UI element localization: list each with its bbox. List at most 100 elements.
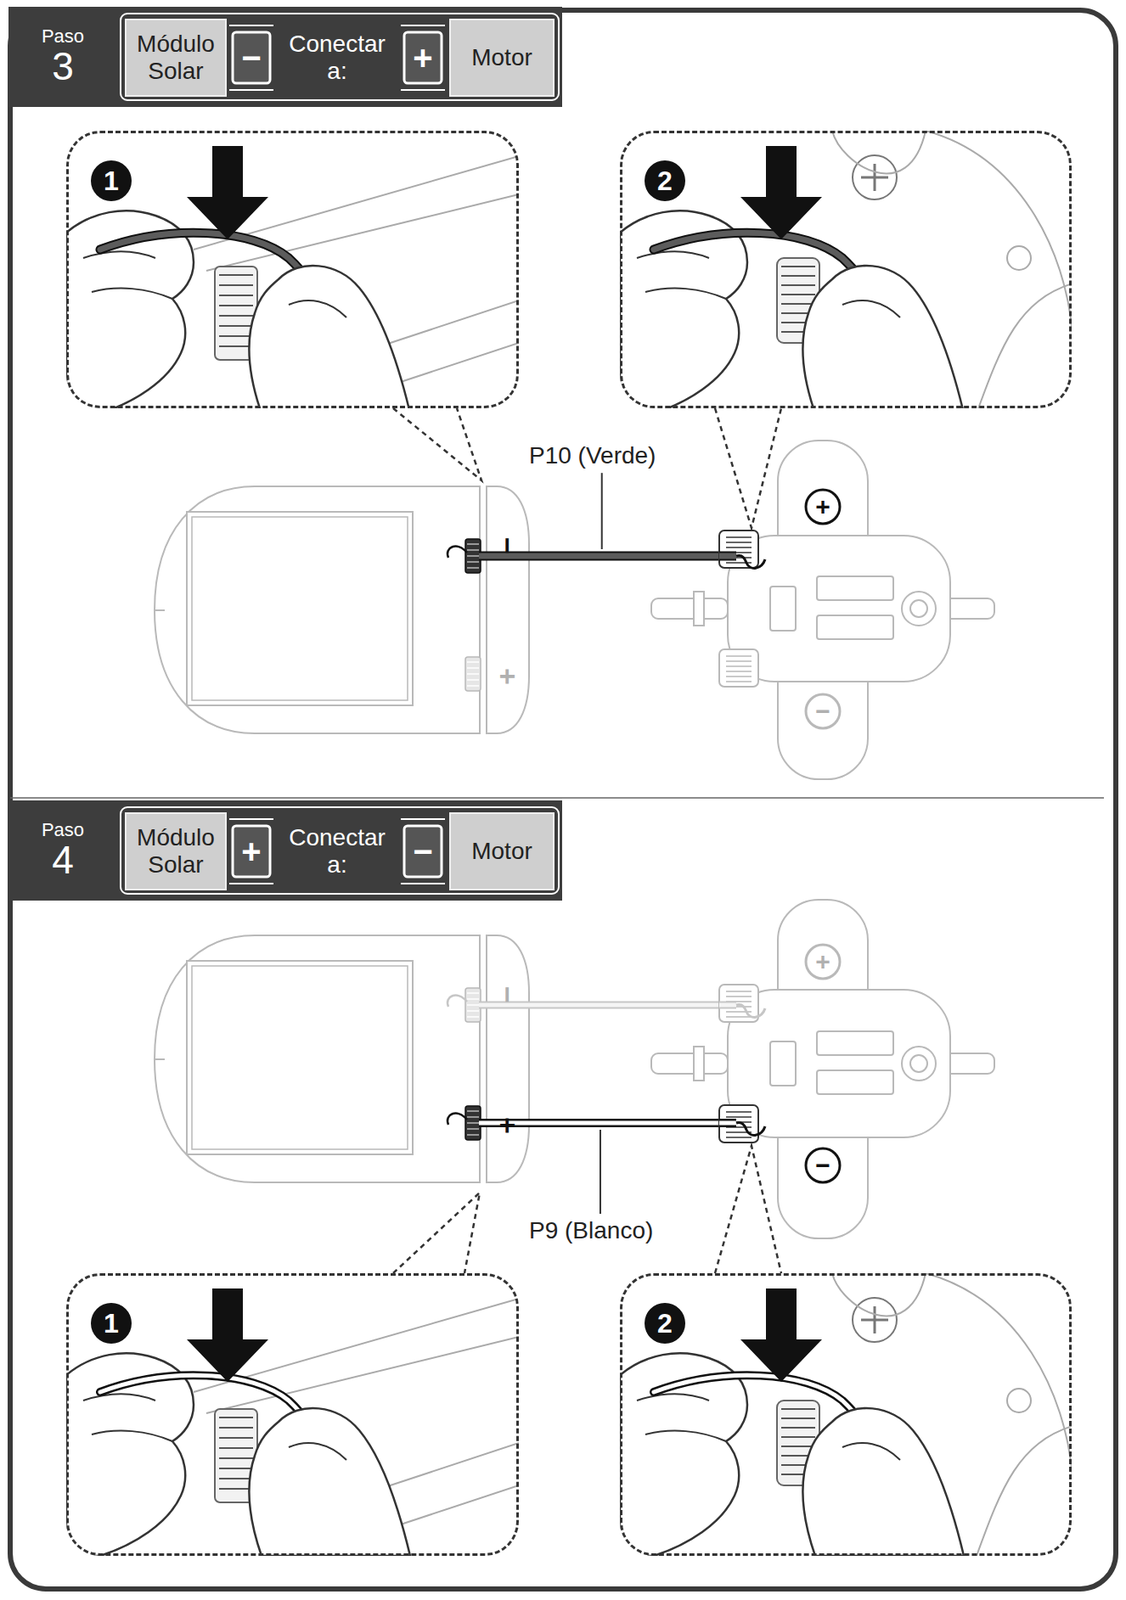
terminal-coil [781,303,816,305]
wire-stub-outline [719,1002,737,1010]
axle [651,1053,728,1075]
motor-gear [770,586,796,631]
wire-end [736,555,766,569]
detail-inset: 2 [619,1273,1072,1557]
module-tick [154,1058,165,1061]
terminal-coil [219,335,254,338]
terminal-coil [726,665,752,668]
terminal-coil [219,1488,254,1491]
module-outline [154,935,480,1183]
wire-outline [530,1002,720,1010]
polarity-sign: − [493,986,523,1004]
solar-module: −+ [152,484,531,736]
axle-flange [693,591,704,626]
step-number: 3 [51,45,74,87]
terminal-coil [219,284,254,287]
detail-inset: 1 [66,1273,519,1557]
solar-cell [186,961,413,1155]
terminal-coil [219,294,254,297]
polarity-circle [805,694,840,729]
wire-stub [478,1003,531,1008]
terminal-coil [726,990,752,993]
wire-stub-outline [719,551,737,562]
part-name: Motor [471,838,533,866]
terminal-coil [781,1427,816,1430]
wire-label: P9 (Blanco) [525,1217,657,1245]
bracket-tick [229,819,274,884]
motor-gear [770,1041,796,1087]
step-divider [10,797,1104,800]
page-frame [10,10,1116,1590]
connect-text: Conectar a: [285,30,389,85]
wire-end [736,1122,766,1136]
step-word: Paso [41,820,85,840]
terminal-coil [726,1137,752,1139]
callout-leader [393,1193,480,1274]
wire-stub [719,1003,737,1008]
screw-head [852,1298,897,1343]
module-outline [154,486,480,734]
finger-line [645,1431,727,1442]
motor-vent [1007,246,1031,271]
wire-outline [530,1119,720,1128]
step-number-box: Paso3 [8,8,118,106]
polarity-sign: + [493,668,523,686]
callout-number: 2 [644,1303,686,1345]
terminal-clip [465,539,481,574]
terminal-coil [219,274,254,276]
step-header-bar [8,6,563,107]
terminal-coil [467,1116,479,1119]
terminal-coil [726,660,752,663]
terminal-clip [719,530,759,569]
terminal-coil [219,1468,254,1470]
terminal-coil [467,549,479,552]
part-box: Módulo Solar [124,812,227,891]
step-number-box: Paso4 [8,802,118,900]
callout-number: 1 [90,1303,132,1345]
finger-line [288,1443,347,1461]
terminal-coil [781,284,816,287]
bracket-tick [400,25,445,91]
inset-illustration [66,146,519,409]
terminal-coil [467,561,479,563]
hand [248,1408,411,1557]
finger-line [91,1431,173,1442]
solar-module-outline [152,934,531,1185]
step-header-bar [8,800,563,901]
polarity-sign: − [493,537,523,555]
connect-text: Conectar a: [285,824,389,879]
wire-outline [530,551,720,562]
screw-head [852,155,897,200]
wire-label: P10 (Verde) [525,442,659,470]
terminal-coil [781,1408,816,1411]
polarity-circle [805,1148,840,1183]
motor-body-line [925,1273,1072,1478]
solar-module-outline [152,484,531,736]
finger-line [636,1395,710,1402]
terminal-coil [467,998,479,1001]
solar-module: −+ [152,934,531,1185]
push-arrow [740,146,822,240]
motor-unit: +− [719,898,960,1241]
wire [530,1121,720,1126]
part-name: Módulo Solar [133,824,219,879]
callout-leader [715,408,782,529]
motor-slot [816,576,894,601]
motor-vent [901,591,936,626]
terminal-coil [726,681,752,683]
callout-number: 2 [644,160,686,202]
terminal-coil [467,685,479,687]
wire-end [447,546,468,558]
header-frame [120,807,559,895]
terminal-coil [219,304,254,307]
terminal-coil [726,996,752,998]
module-tick [154,609,165,612]
bracket-tick [229,25,274,91]
wire-connector [530,556,720,558]
terminal-clip [719,1105,759,1143]
finger-line [636,252,710,259]
terminal-coil [726,1016,752,1019]
part-box: Módulo Solar [124,18,227,97]
